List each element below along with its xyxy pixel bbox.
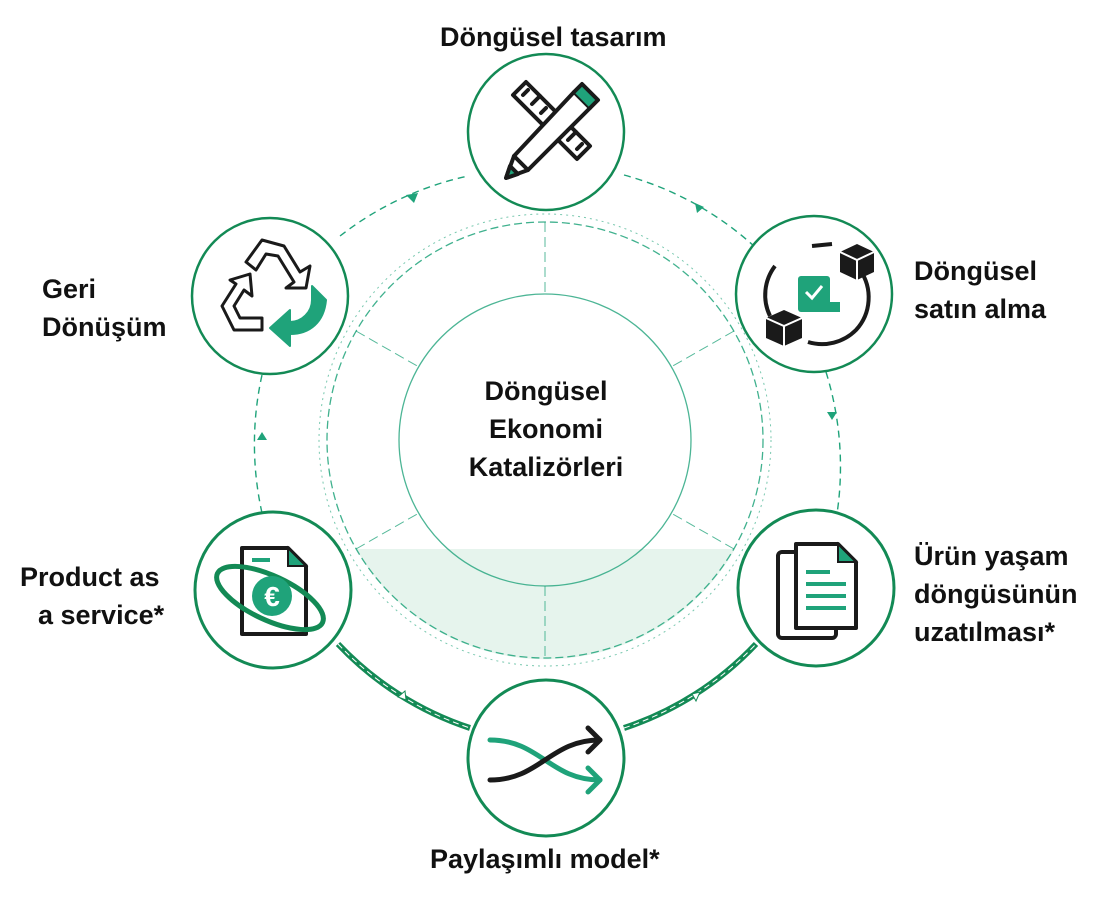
label-sharing-model: Paylaşımlı model* bbox=[430, 840, 660, 878]
center-title-line-1: Döngüsel bbox=[484, 376, 608, 406]
center-title-line-2: Ekonomi bbox=[488, 414, 603, 444]
label-recycling-line-2: Dönüşüm bbox=[42, 312, 167, 342]
recycle-icon bbox=[220, 238, 327, 347]
svg-text:€: € bbox=[264, 581, 280, 612]
label-product-as-a-service-line-1: Product as bbox=[20, 562, 160, 592]
node-product-as-a-service: € bbox=[193, 510, 353, 670]
cycle-arrowheads bbox=[257, 193, 837, 440]
cycle-arcs bbox=[253, 174, 842, 521]
euro-document-icon: € bbox=[214, 545, 326, 636]
label-recycling-line-1: Geri bbox=[42, 274, 97, 304]
node-circular-design bbox=[466, 52, 626, 212]
label-product-as-a-service: Product as a service* bbox=[20, 558, 164, 634]
lower-arc-arrowheads bbox=[397, 690, 701, 703]
center-title: Döngüsel Ekonomi Katalizörleri bbox=[400, 372, 692, 486]
middle-ring-dashed bbox=[318, 213, 772, 667]
label-sharing-model-line-1: Paylaşımlı model* bbox=[430, 844, 660, 874]
label-circular-design-line-1: Döngüsel tasarım bbox=[440, 22, 667, 52]
procurement-boxes-icon bbox=[763, 242, 875, 347]
label-recycling: Geri Dönüşüm bbox=[42, 270, 167, 346]
label-circular-procurement-line-1: Döngüsel bbox=[914, 256, 1038, 286]
label-circular-design: Döngüsel tasarım bbox=[440, 18, 667, 56]
label-product-as-a-service-line-2: a service* bbox=[38, 600, 165, 630]
node-recycling bbox=[190, 216, 350, 376]
label-circular-procurement-line-2: satın alma bbox=[914, 294, 1047, 324]
node-product-life-extension bbox=[736, 508, 896, 668]
node-sharing-model bbox=[466, 678, 626, 838]
crossing-arrows-icon bbox=[487, 725, 603, 795]
label-product-life-extension: Ürün yaşam döngüsünün uzatılması* bbox=[914, 537, 1077, 651]
label-product-life-extension-line-1: Ürün yaşam bbox=[914, 541, 1069, 571]
label-product-life-extension-line-2: döngüsünün bbox=[914, 579, 1078, 609]
ruler-pencil-icon bbox=[504, 80, 600, 180]
radial-spokes bbox=[355, 222, 735, 658]
node-circular-procurement bbox=[734, 214, 894, 374]
label-product-life-extension-line-3: uzatılması* bbox=[914, 617, 1056, 647]
center-title-line-3: Katalizörleri bbox=[468, 452, 624, 482]
documents-icon bbox=[776, 541, 859, 640]
lower-arc-stripes bbox=[337, 643, 757, 729]
label-circular-procurement: Döngüsel satın alma bbox=[914, 252, 1046, 328]
